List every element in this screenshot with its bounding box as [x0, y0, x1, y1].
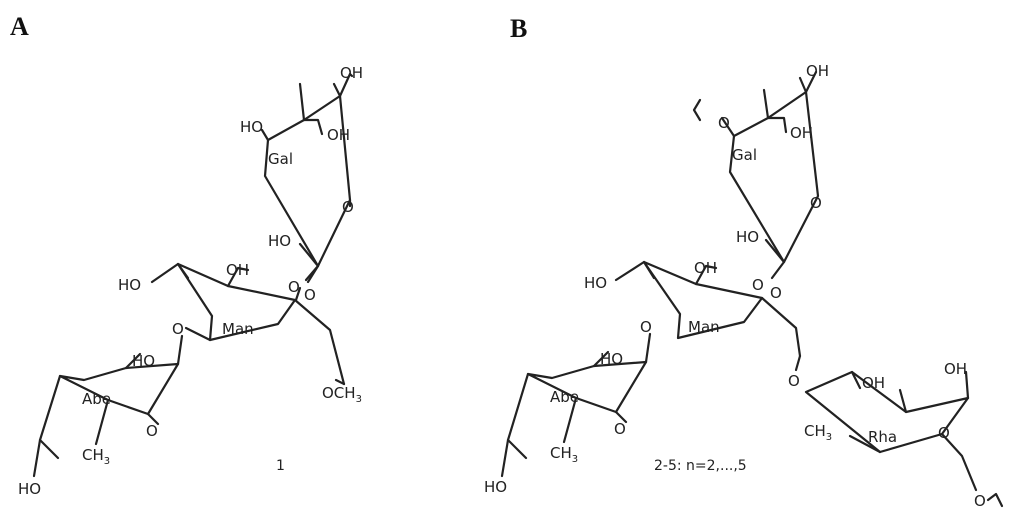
man-oh-6: OH [226, 261, 249, 279]
abe-label-b: Abe [550, 388, 579, 406]
abe-label-a: Abe [82, 390, 111, 408]
abe-ring-b: HO Abe O CH3 HO [484, 332, 652, 496]
man-oh-6-b: OH [694, 259, 717, 277]
structure-b: OH O OH Gal O HO HO OH O O Man O O [484, 62, 1004, 510]
rha-oh-1: OH [944, 360, 967, 378]
rha-o-chain: O [974, 492, 986, 510]
man-label-a: Man [222, 320, 254, 338]
panel-b-label: B [510, 14, 528, 43]
rha-ring-b: OH OH Rha O CH3 O [804, 360, 1004, 510]
abe-ho-4: HO [18, 480, 41, 498]
gal-ho-2-b: HO [736, 228, 759, 246]
gal-label-a: Gal [268, 150, 293, 168]
man-ho-4-b: HO [584, 274, 607, 292]
gal-oh-6: OH [340, 64, 363, 82]
structure-a: OH HO OH Gal O HO HO OH O O Man O OCH3 [18, 64, 363, 498]
gal-ring-a: OH HO OH Gal O HO [240, 64, 363, 284]
rha-ring-o: O [938, 424, 950, 442]
abe-methyl: CH3 [82, 446, 110, 467]
abe-ring-a: HO Abe O CH3 HO [18, 334, 184, 498]
caption-a: 1 [276, 458, 285, 474]
gal-ho-2: HO [268, 232, 291, 250]
abe-ho-4-b: HO [484, 478, 507, 496]
man-ring-b: HO OH O O Man O O [584, 259, 802, 390]
abe-methyl-b: CH3 [550, 444, 578, 465]
gal-o-chain: O [718, 114, 730, 132]
gal-ring-o: O [342, 198, 354, 216]
rha-methyl: CH3 [804, 422, 832, 443]
caption-b: 2-5: n=2,...,5 [654, 458, 747, 474]
abe-ring-o-b: O [614, 420, 626, 438]
gal-oh-3: OH [327, 126, 350, 144]
gal-ring-o-b: O [810, 194, 822, 212]
rha-oh-3: OH [862, 374, 885, 392]
methoxy: OCH3 [322, 384, 362, 405]
gal-ring-b: OH O OH Gal O HO [692, 62, 829, 280]
man-label-b: Man [688, 318, 720, 336]
gal-label-b: Gal [732, 146, 757, 164]
gal-oh-3-b: OH [790, 124, 813, 142]
man-ring-o-b: O [770, 284, 782, 302]
man-o-gal-link-b: O [752, 276, 764, 294]
man-ring-a: HO OH O O Man O OCH3 [118, 261, 362, 405]
man-o-gal-link: O [288, 278, 300, 296]
panel-a-label: A [10, 12, 29, 41]
man-o-abe-link: O [172, 320, 184, 338]
man-o-rha-link: O [788, 372, 800, 390]
man-ring-o: O [304, 286, 316, 304]
rha-label-b: Rha [868, 428, 897, 446]
gal-ho-4: HO [240, 118, 263, 136]
gal-oh-6-b: OH [806, 62, 829, 80]
abe-ring-o: O [146, 422, 158, 440]
abe-ho-2: HO [132, 352, 155, 370]
abe-ho-2-b: HO [600, 350, 623, 368]
man-o-abe-link-b: O [640, 318, 652, 336]
man-ho-4: HO [118, 276, 141, 294]
